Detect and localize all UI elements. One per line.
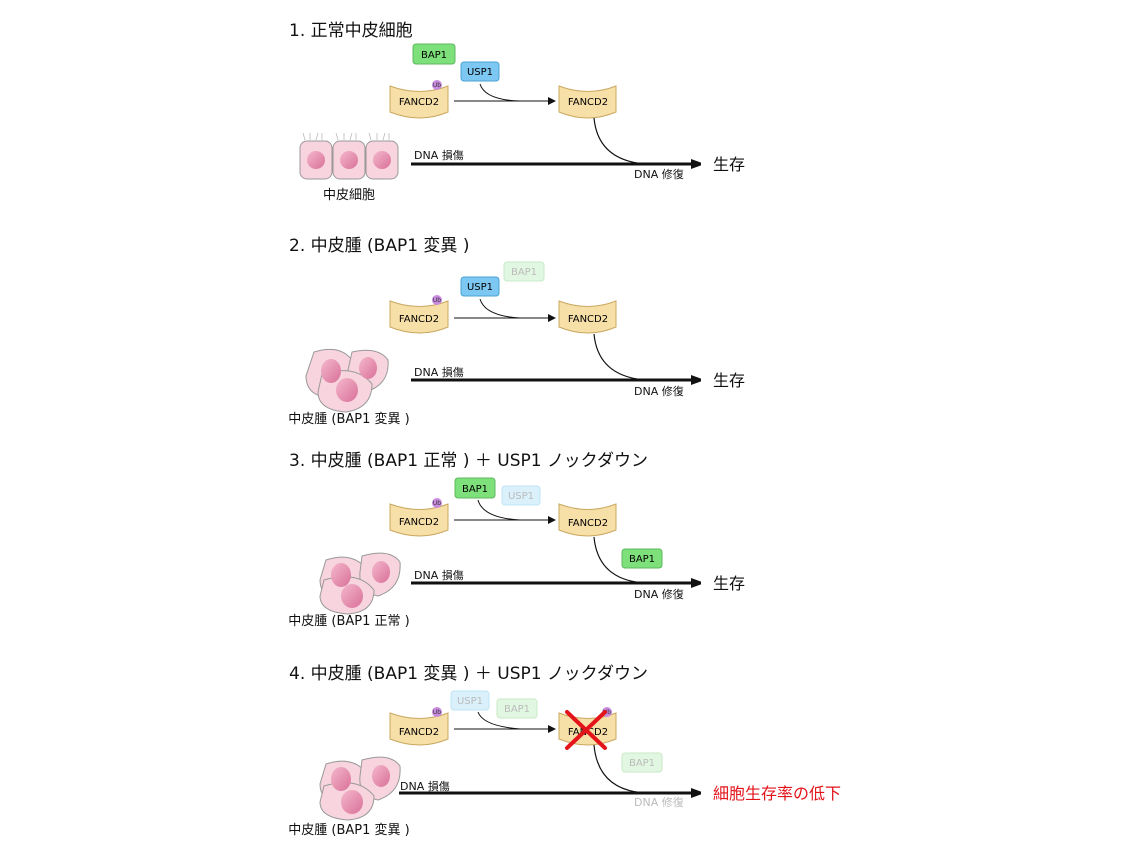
- cell-label: 中皮腫 (BAP1 変異 ): [288, 411, 409, 427]
- ub-badge: [432, 295, 442, 305]
- fancd2-right-label: FANCD2: [568, 314, 608, 325]
- fancd2-left-label: FANCD2: [399, 97, 439, 108]
- usp1-faded-label: USP1: [508, 491, 534, 502]
- fancd2-left-label: FANCD2: [399, 314, 439, 325]
- usp1-action-curve: [479, 83, 521, 102]
- usp1-faded-box: [501, 485, 541, 506]
- outcome-label: 生存: [713, 155, 745, 174]
- cell-label: 中皮細胞: [323, 188, 375, 203]
- damage-label: DNA 損傷: [414, 568, 464, 582]
- damage-label: DNA 損傷: [400, 779, 450, 793]
- outcome-label: 生存: [713, 371, 745, 390]
- usp1-action-curve: [477, 711, 521, 730]
- panel-3: 3. 中皮腫 (BAP1 正常 ) ＋ USP1 ノックダウン BAP1 USP…: [288, 451, 745, 629]
- repair-curve: [593, 117, 646, 165]
- bap1-repair-label: BAP1: [629, 554, 655, 565]
- ub-label-right: Ub: [603, 709, 611, 716]
- ub-badge: [432, 707, 442, 717]
- repair-label: DNA 修復: [634, 167, 684, 181]
- usp1-box: [460, 61, 500, 82]
- repair-label: DNA 修復: [634, 384, 684, 398]
- usp1-faded-label: USP1: [457, 696, 483, 707]
- fancd2-right-label: FANCD2: [568, 518, 608, 529]
- usp1-box: [460, 276, 500, 297]
- bap1-box: [412, 43, 456, 65]
- fancd2-right-shape: [558, 503, 617, 537]
- panel-1: 1. 正常中皮細胞 BAP1 USP1 FANCD2 Ub FANCD2 中皮細…: [289, 21, 745, 203]
- fancd2-right-shape: [558, 300, 617, 334]
- tumor-cells: [319, 552, 401, 615]
- bap1-box: [454, 477, 496, 499]
- panel-title: 1. 正常中皮細胞: [289, 21, 413, 41]
- ub-label: Ub: [433, 297, 441, 304]
- bap1-faded-repair-label: BAP1: [629, 758, 655, 769]
- panel-2: 2. 中皮腫 (BAP1 変異 ) USP1 BAP1 FANCD2 Ub FA…: [288, 236, 745, 427]
- panel-title: 3. 中皮腫 (BAP1 正常 ) ＋ USP1 ノックダウン: [289, 451, 648, 471]
- repair-curve: [593, 333, 646, 381]
- usp1-action-curve: [479, 298, 521, 319]
- fancd2-left-label: FANCD2: [399, 727, 439, 738]
- fancd2-left-label: FANCD2: [399, 517, 439, 528]
- bap1-faded-box: [496, 698, 538, 719]
- outcome-label-bad: 細胞生存率の低下: [713, 784, 841, 803]
- ub-badge: [432, 498, 442, 508]
- ub-label: Ub: [433, 500, 441, 507]
- bap1-faded-label: BAP1: [504, 704, 530, 715]
- ub-label: Ub: [433, 709, 441, 716]
- blocked-cross-icon: [565, 710, 607, 750]
- usp1-label: USP1: [467, 282, 493, 293]
- repair-label-faded: DNA 修復: [634, 795, 684, 809]
- usp1-faded-box: [450, 690, 490, 711]
- tumor-cells: [319, 756, 401, 821]
- tumor-cells: [305, 348, 389, 413]
- fancd2-right-label: FANCD2: [568, 97, 608, 108]
- ub-badge: [432, 80, 442, 90]
- fancd2-left-shape: [389, 85, 449, 119]
- panel-4: 4. 中皮腫 (BAP1 変異 ) ＋ USP1 ノックダウン USP1 BAP…: [288, 664, 841, 838]
- bap1-label: BAP1: [421, 50, 447, 61]
- bap1-label: BAP1: [462, 484, 488, 495]
- fancd2-left-shape: [389, 712, 449, 746]
- panel-title: 2. 中皮腫 (BAP1 変異 ): [289, 236, 469, 256]
- cell-label: 中皮腫 (BAP1 正常 ): [288, 613, 409, 629]
- ub-label: Ub: [433, 82, 441, 89]
- fancd2-left-shape: [389, 300, 449, 334]
- bap1-faded-repair-box: [621, 752, 663, 773]
- panel-title: 4. 中皮腫 (BAP1 変異 ) ＋ USP1 ノックダウン: [289, 664, 648, 684]
- normal-cells: [299, 132, 399, 180]
- damage-label: DNA 損傷: [414, 148, 464, 162]
- fancd2-right-shape: [558, 85, 617, 119]
- bap1-faded-label: BAP1: [511, 267, 537, 278]
- cell-label: 中皮腫 (BAP1 変異 ): [288, 822, 409, 838]
- bap1-faded-box: [503, 261, 545, 282]
- fancd2-left-shape: [389, 503, 449, 537]
- outcome-label: 生存: [713, 574, 745, 593]
- damage-label: DNA 損傷: [414, 365, 464, 379]
- repair-label: DNA 修復: [634, 587, 684, 601]
- bap1-action-curve: [477, 499, 521, 521]
- usp1-label: USP1: [467, 67, 493, 78]
- bap1-repair-box: [621, 548, 663, 569]
